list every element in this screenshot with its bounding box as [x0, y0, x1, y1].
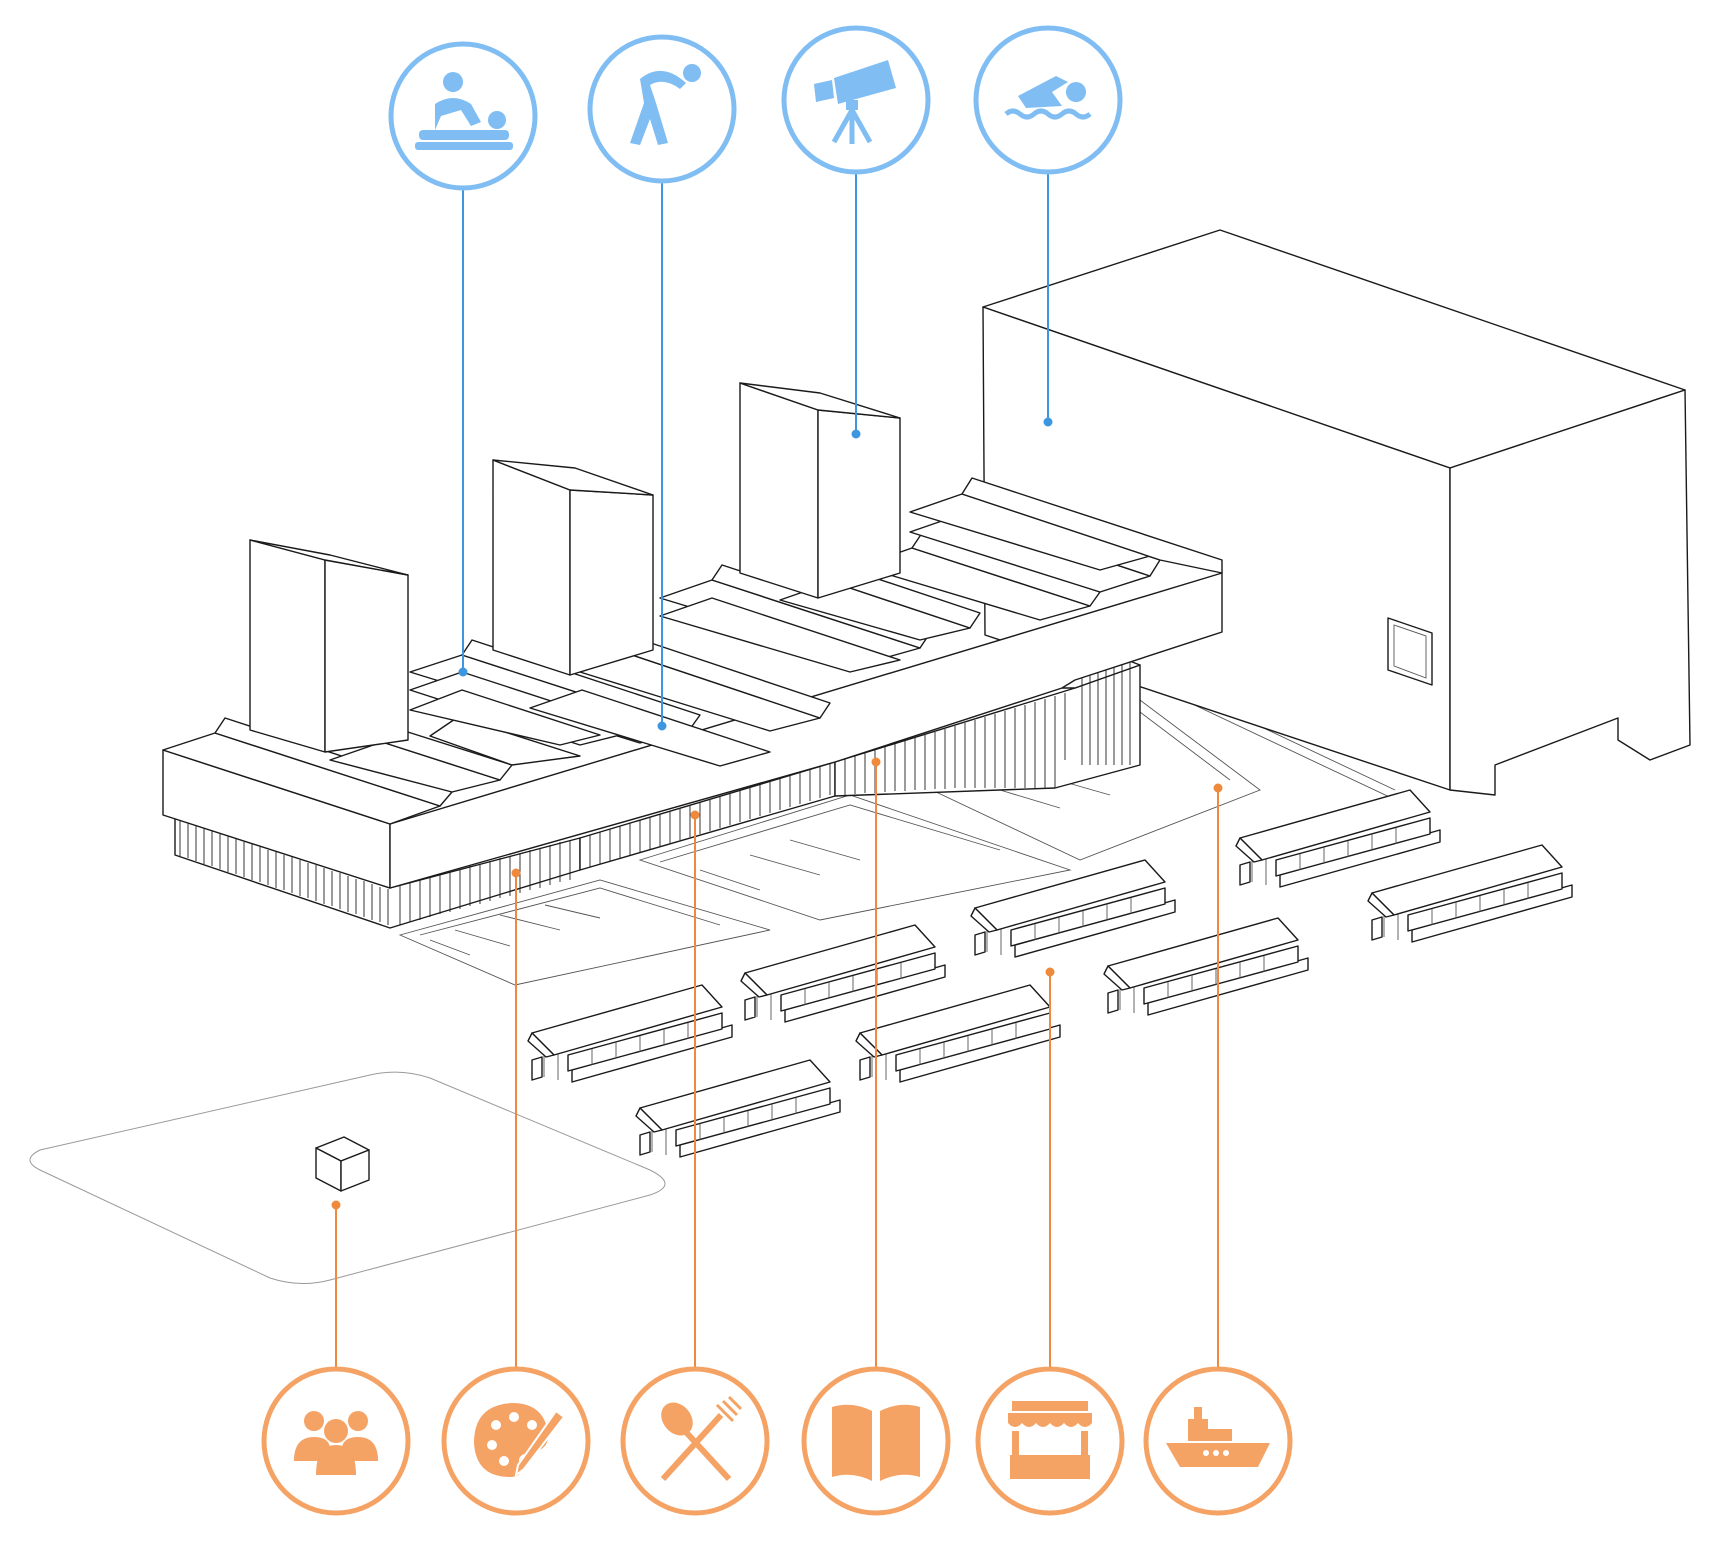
- anchor-dot-market: [1045, 967, 1055, 977]
- telescope-icon: [781, 25, 931, 175]
- market-stall-icon: [975, 1366, 1125, 1516]
- pavilion-5: [970, 859, 1176, 958]
- leader-lines-lower: [331, 757, 1223, 1370]
- facade-hatch: [179, 648, 1131, 925]
- ship-icon: [1143, 1366, 1293, 1516]
- anchor-dot-harbor: [1213, 783, 1223, 793]
- courtyard-mid: [638, 794, 1072, 921]
- pavilion-3: [740, 924, 946, 1023]
- pavilion-7: [1235, 789, 1441, 888]
- tower-1: [249, 539, 409, 753]
- massage-icon: [388, 41, 538, 191]
- anchor-dot-telescope: [851, 429, 861, 439]
- open-book-icon: [801, 1366, 951, 1516]
- anchor-dot-library: [871, 757, 881, 767]
- large-block: [982, 229, 1691, 796]
- pavilion-8: [1367, 844, 1573, 943]
- tower-3: [739, 382, 901, 599]
- small-cube: [315, 1136, 370, 1192]
- anchor-dot-art: [511, 868, 521, 878]
- anchor-dot-massage: [458, 667, 468, 677]
- dining-utensils-icon: [620, 1366, 770, 1516]
- pavilion-2: [635, 1059, 841, 1158]
- anchor-dot-community: [331, 1200, 341, 1210]
- stretching-icon: [587, 34, 737, 184]
- pavilion-6: [1103, 917, 1309, 1016]
- swimming-icon: [973, 25, 1123, 175]
- plaza-outline: [29, 1071, 666, 1284]
- main-building: [162, 382, 1223, 929]
- tower-2: [492, 459, 654, 676]
- art-palette-icon: [441, 1366, 591, 1516]
- courtyard-left: [398, 879, 771, 986]
- anchor-dot-stretching: [657, 721, 667, 731]
- anchor-dot-dining: [690, 810, 700, 820]
- leader-lines-upper: [458, 171, 1053, 731]
- community-group-icon: [261, 1366, 411, 1516]
- sawtooth-roof: [162, 477, 1223, 825]
- pavilion-4: [855, 984, 1061, 1083]
- anchor-dot-swimming: [1043, 417, 1053, 427]
- pavilion-1: [527, 984, 733, 1083]
